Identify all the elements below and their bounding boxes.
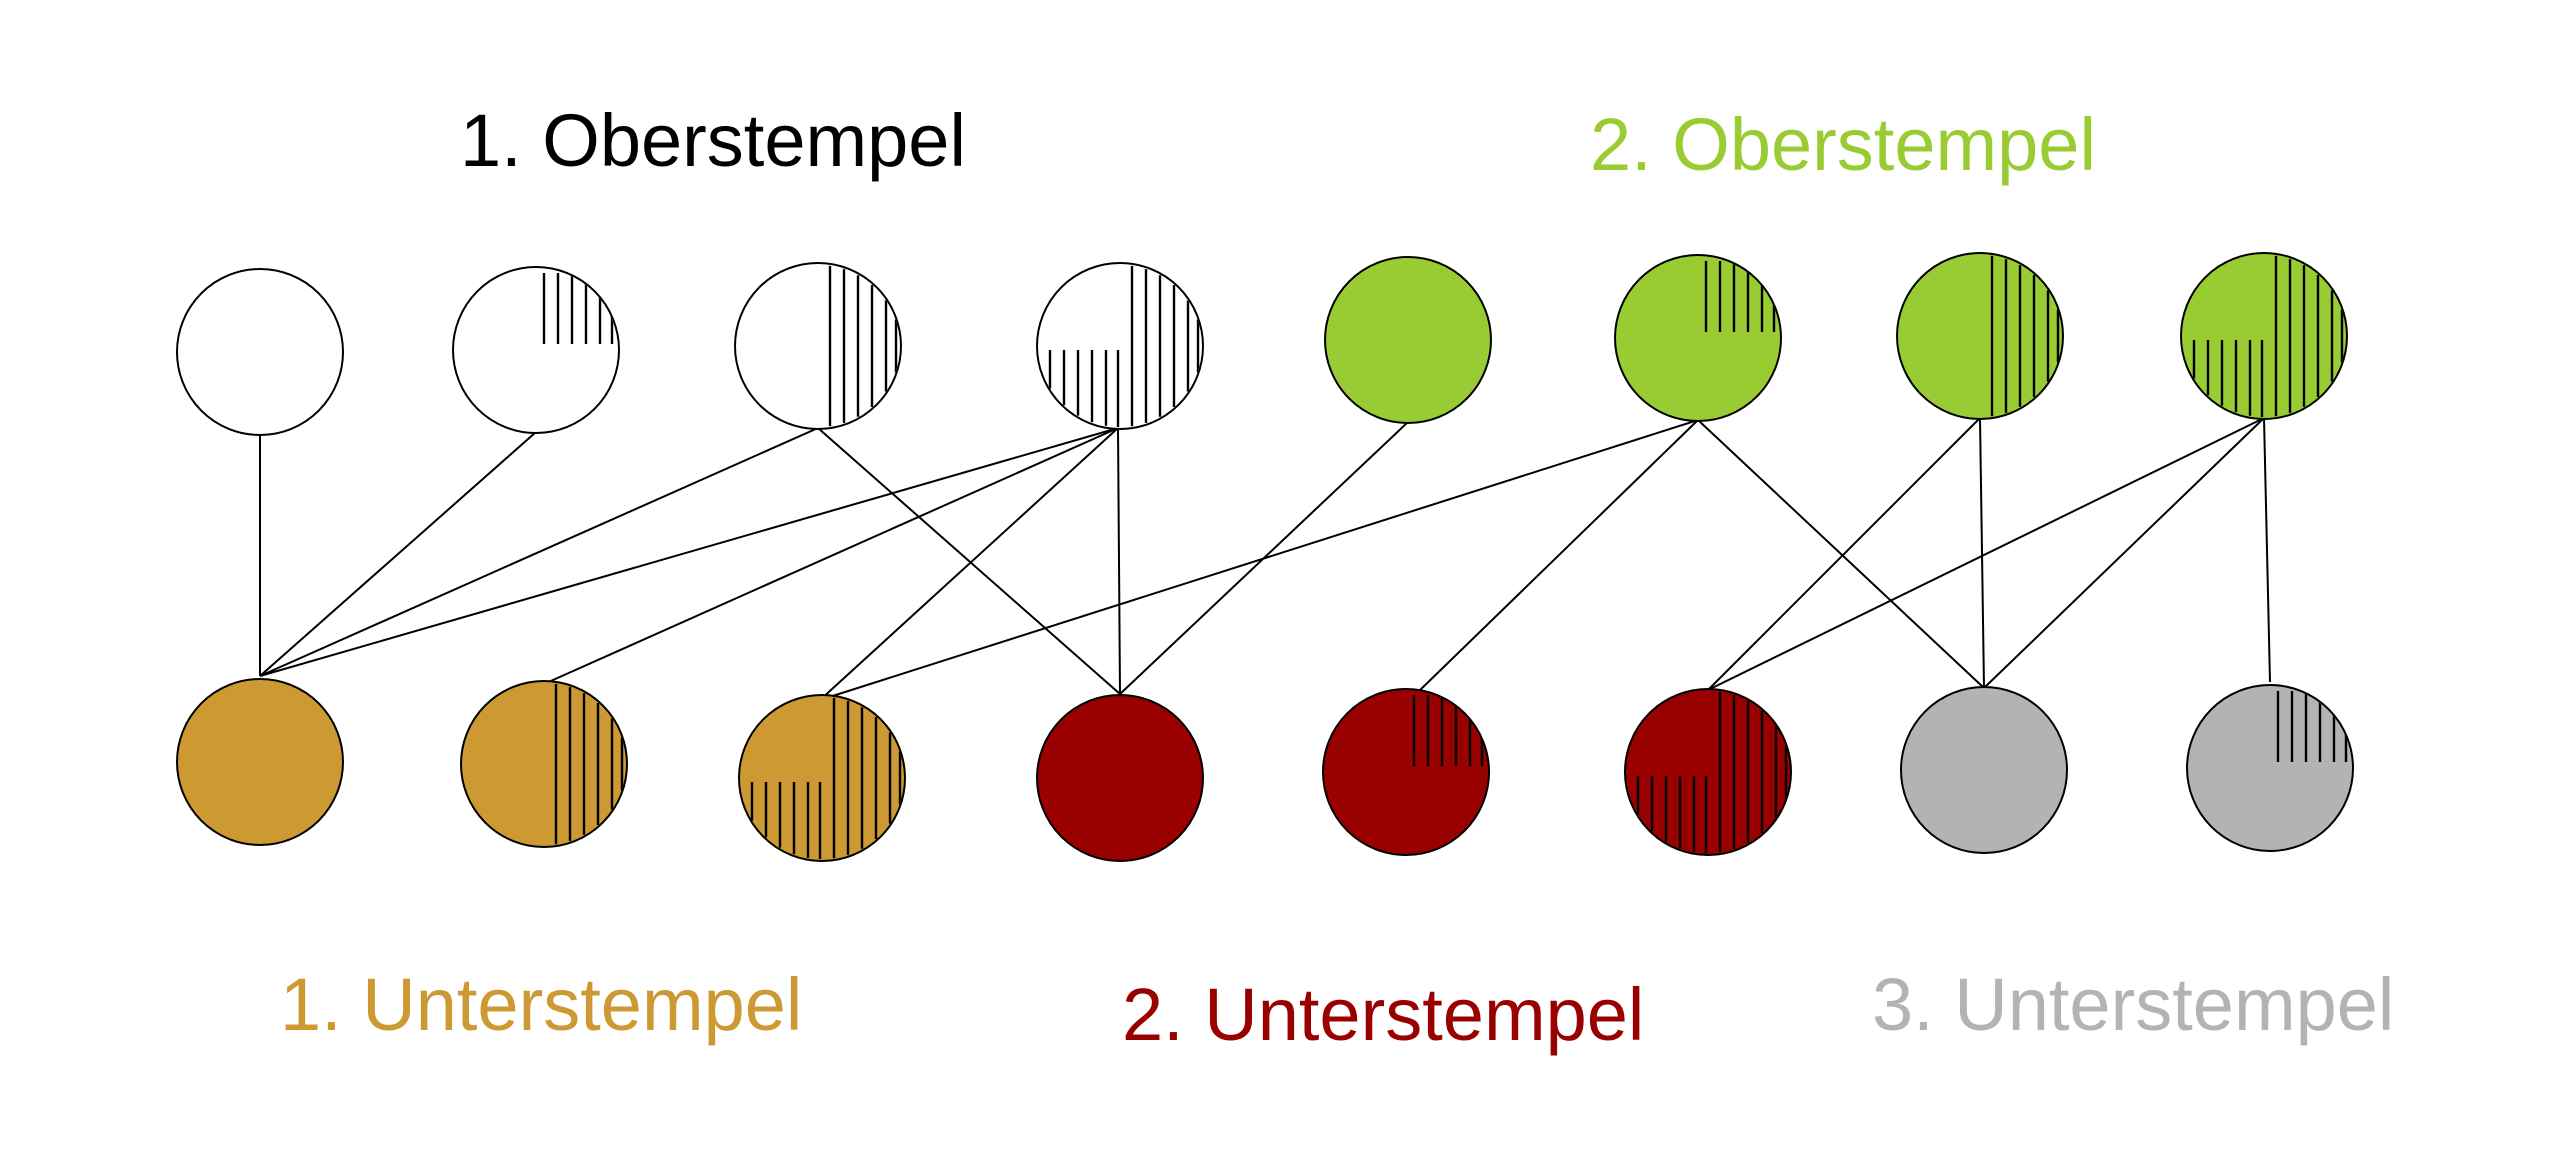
wear-hatching <box>828 265 898 427</box>
wear-hatching <box>750 697 902 859</box>
die-link-line <box>817 427 1121 695</box>
obverse-die-circle <box>176 268 344 436</box>
die-link-line <box>1983 417 2265 689</box>
reverse-die-circle <box>738 694 906 862</box>
die-link-line <box>1117 427 1121 695</box>
obverse-die-disc <box>1036 262 1204 430</box>
wear-hatching <box>1636 691 1788 853</box>
reverse-die-3-label: 3. Unterstempel <box>1872 963 2395 1046</box>
reverse-die-disc <box>1322 688 1490 856</box>
obverse-die-disc <box>1896 252 2064 420</box>
die-link-line <box>1697 419 1985 689</box>
die-link-line <box>2263 417 2271 683</box>
die-link-line <box>259 427 819 677</box>
die-link-line <box>1707 417 1981 691</box>
die-link-line <box>819 419 1699 701</box>
wear-hatching <box>1990 255 2060 417</box>
wear-hatching <box>2192 255 2344 417</box>
obverse-die-circle <box>1324 256 1492 424</box>
reverse-die-circle <box>1900 686 2068 854</box>
obverse-die-2-label: 2. Oberstempel <box>1590 103 2096 186</box>
obverse-die-disc <box>176 268 344 436</box>
die-link-line <box>1417 419 1699 693</box>
obverse-die-circle <box>1896 252 2064 420</box>
reverse-die-1-label: 1. Unterstempel <box>280 963 803 1046</box>
reverse-die-circle <box>1036 694 1204 862</box>
reverse-die-circle <box>176 678 344 846</box>
reverse-die-disc <box>1624 688 1792 856</box>
die-link-line <box>1707 417 2265 691</box>
die-link-line <box>259 427 1119 677</box>
wear-hatching <box>554 683 624 845</box>
reverse-die-disc <box>176 678 344 846</box>
reverse-die-circle <box>1624 688 1792 856</box>
die-link-line <box>819 427 1119 701</box>
die-link-line <box>1979 417 1985 689</box>
obverse-die-circle <box>1036 262 1204 430</box>
reverse-die-disc <box>460 680 628 848</box>
obverse-die-circle <box>1614 254 1782 422</box>
obverse-die-disc <box>452 266 620 434</box>
obverse-die-disc <box>2180 252 2348 420</box>
reverse-die-disc <box>1900 686 2068 854</box>
obverse-die-row <box>176 252 2348 436</box>
die-link-line <box>543 427 1119 685</box>
obverse-die-circle <box>734 262 902 430</box>
obverse-die-circle <box>452 266 620 434</box>
obverse-die-1-label: 1. Oberstempel <box>460 99 966 182</box>
obverse-die-disc <box>734 262 902 430</box>
reverse-die-circle <box>1322 688 1490 856</box>
reverse-die-disc <box>738 694 906 862</box>
obverse-die-circle <box>2180 252 2348 420</box>
obverse-die-disc <box>1324 256 1492 424</box>
reverse-die-disc <box>2186 684 2354 852</box>
die-link-line <box>259 431 537 677</box>
reverse-die-2-label: 2. Unterstempel <box>1122 973 1645 1056</box>
reverse-die-disc <box>1036 694 1204 862</box>
reverse-die-circle <box>460 680 628 848</box>
reverse-die-row <box>176 678 2354 862</box>
wear-hatching <box>1048 265 1200 427</box>
obverse-die-disc <box>1614 254 1782 422</box>
die-links <box>259 417 2271 701</box>
reverse-die-circle <box>2186 684 2354 852</box>
